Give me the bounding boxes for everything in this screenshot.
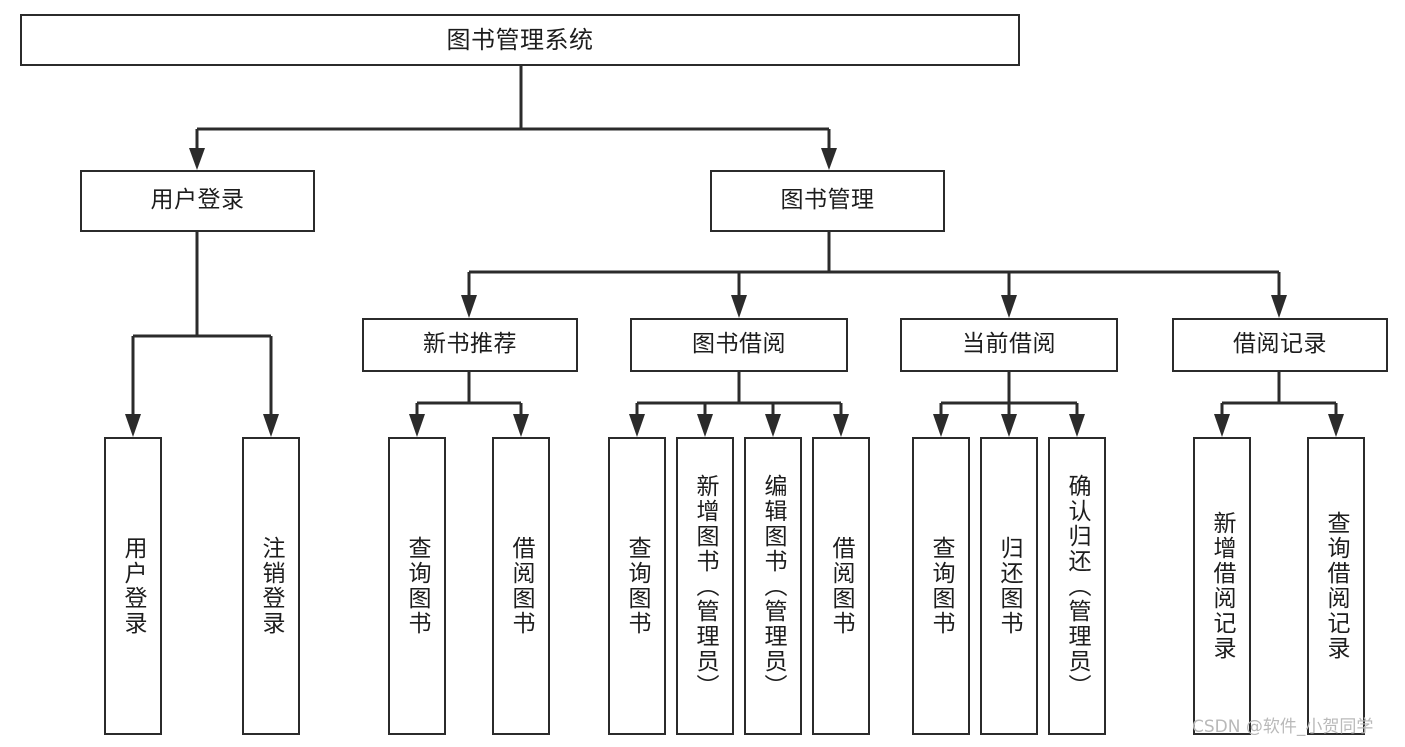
node-label: 注销登录 bbox=[258, 536, 285, 636]
node-label: 确认归还（管理员） bbox=[1064, 473, 1091, 699]
node-label: 借阅记录 bbox=[1233, 331, 1327, 358]
node-leaf-user-logout[interactable]: 注销登录 bbox=[242, 437, 300, 735]
node-book-borrow[interactable]: 图书借阅 bbox=[630, 318, 848, 372]
node-leaf-edit-book[interactable]: 编辑图书（管理员） bbox=[744, 437, 802, 735]
connector-recommend-to-leaves bbox=[409, 372, 529, 437]
node-label: 图书管理 bbox=[780, 187, 875, 214]
node-root-book-management-system[interactable]: 图书管理系统 bbox=[20, 14, 1020, 66]
node-book-management[interactable]: 图书管理 bbox=[710, 170, 945, 232]
watermark-text: CSDN @软件_小贺同学 bbox=[1192, 717, 1374, 737]
node-leaf-return-book[interactable]: 归还图书 bbox=[980, 437, 1038, 735]
node-label: 用户登录 bbox=[150, 187, 245, 214]
node-label: 借阅图书 bbox=[828, 536, 855, 636]
node-label: 新增图书（管理员） bbox=[692, 473, 719, 699]
node-leaf-borrow-book-recommend[interactable]: 借阅图书 bbox=[492, 437, 550, 735]
node-leaf-user-login[interactable]: 用户登录 bbox=[104, 437, 162, 735]
node-leaf-query-book-borrow[interactable]: 查询图书 bbox=[608, 437, 666, 735]
node-leaf-confirm-return[interactable]: 确认归还（管理员） bbox=[1048, 437, 1106, 735]
node-leaf-add-borrow-record[interactable]: 新增借阅记录 bbox=[1193, 437, 1251, 735]
node-label: 编辑图书（管理员） bbox=[760, 473, 787, 699]
node-label: 查询借阅记录 bbox=[1323, 511, 1350, 661]
node-label: 新书推荐 bbox=[423, 331, 517, 358]
connector-borrow-to-leaves bbox=[629, 372, 849, 437]
node-label: 查询图书 bbox=[928, 536, 955, 636]
node-label: 借阅图书 bbox=[508, 536, 535, 636]
node-leaf-query-book-recommend[interactable]: 查询图书 bbox=[388, 437, 446, 735]
node-new-book-recommend[interactable]: 新书推荐 bbox=[362, 318, 578, 372]
node-leaf-borrow-book[interactable]: 借阅图书 bbox=[812, 437, 870, 735]
connector-userlogin-to-leaves bbox=[125, 232, 279, 437]
node-current-borrow[interactable]: 当前借阅 bbox=[900, 318, 1118, 372]
node-label: 用户登录 bbox=[120, 536, 147, 636]
node-label: 新增借阅记录 bbox=[1209, 511, 1236, 661]
connector-root-to-level2 bbox=[189, 66, 837, 170]
connector-current-to-leaves bbox=[933, 372, 1085, 437]
node-borrow-record[interactable]: 借阅记录 bbox=[1172, 318, 1388, 372]
connector-bookmgmt-to-level3 bbox=[461, 232, 1287, 318]
node-label: 图书借阅 bbox=[692, 331, 786, 358]
node-label: 查询图书 bbox=[624, 536, 651, 636]
node-leaf-query-borrow-record[interactable]: 查询借阅记录 bbox=[1307, 437, 1365, 735]
connector-record-to-leaves bbox=[1214, 372, 1344, 437]
node-label: 查询图书 bbox=[404, 536, 431, 636]
node-leaf-query-book-current[interactable]: 查询图书 bbox=[912, 437, 970, 735]
node-label: 当前借阅 bbox=[962, 331, 1056, 358]
node-label: 图书管理系统 bbox=[446, 25, 594, 54]
node-user-login[interactable]: 用户登录 bbox=[80, 170, 315, 232]
node-label: 归还图书 bbox=[996, 536, 1023, 636]
node-leaf-add-book[interactable]: 新增图书（管理员） bbox=[676, 437, 734, 735]
